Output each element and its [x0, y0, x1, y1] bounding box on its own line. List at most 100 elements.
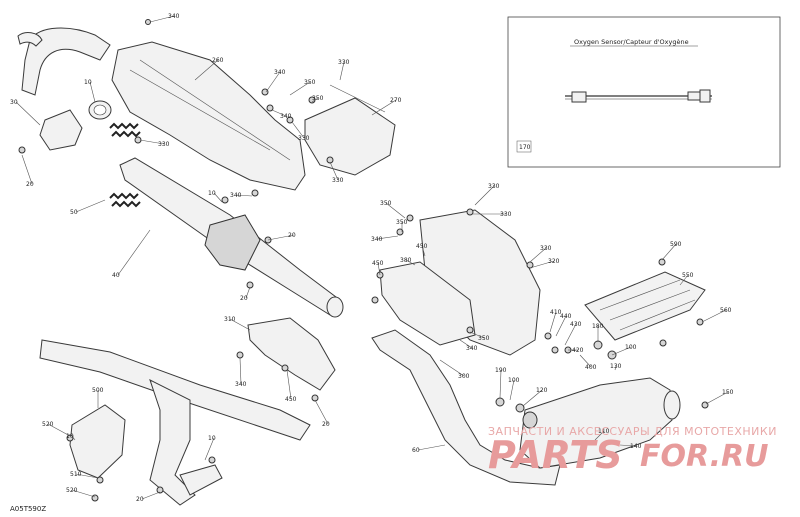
callout-label: 340 [274, 69, 286, 76]
callout-label: 190 [495, 367, 507, 374]
callout-leader-c33 [314, 399, 329, 425]
springs-lower [109, 192, 141, 208]
callout-leader-c49 [549, 311, 557, 333]
callout-label: 350 [380, 200, 392, 207]
callout-label: 330 [332, 177, 344, 184]
callout-leader-c13 [271, 109, 287, 117]
callout-leader-c29 [377, 262, 381, 276]
callout-leader-c16 [213, 192, 223, 203]
callout-label: 350 [478, 335, 490, 342]
callout-leader-c10 [339, 61, 345, 81]
callout-label: 10 [208, 190, 216, 197]
callout-label: 340 [466, 345, 478, 352]
callout-leader-c46 [679, 274, 689, 286]
callout-label: 330 [338, 59, 350, 66]
callout-label: 20 [288, 232, 296, 239]
callout-label: 150 [722, 389, 734, 396]
callout-label: 520 [42, 421, 54, 428]
callout-leader-c50 [555, 315, 567, 337]
mid-pipe-outlet [326, 296, 344, 318]
callout-label: 130 [610, 363, 622, 370]
oxygen-sensor-inset: Oxygen Sensor/Capteur d'Oxygène 170 [507, 16, 781, 168]
springs-upper [109, 122, 141, 138]
front-heat-shield [111, 41, 306, 191]
callout-label: 560 [720, 307, 732, 314]
callout-leader-c30 [229, 318, 251, 331]
callout-label: 10 [208, 435, 216, 442]
callout-leader-c20 [245, 286, 251, 299]
callout-label: 100 [508, 377, 520, 384]
callout-label: 180 [592, 323, 604, 330]
callout-leader-c57 [509, 379, 515, 401]
oxygen-sensor-part [565, 89, 712, 103]
callout-label: 320 [548, 258, 560, 265]
callout-label: 330 [500, 211, 512, 218]
rear-grille [584, 271, 706, 341]
callout-label: 120 [536, 387, 548, 394]
callout-leader-c5 [21, 154, 33, 185]
callout-label: 550 [682, 272, 694, 279]
callout-leader-c43 [141, 491, 161, 500]
callout-label: 100 [625, 344, 637, 351]
callout-label: 40 [112, 272, 120, 279]
diagram-code: A05T590Z [10, 505, 46, 513]
callout-label: 450 [372, 260, 384, 267]
callout-label: 350 [396, 219, 408, 226]
callout-leader-c41 [75, 473, 99, 479]
callout-leader-c25 [376, 235, 399, 240]
callout-leader-c58 [522, 389, 543, 407]
inner-heat-shield [379, 261, 476, 346]
callout-label: 340 [371, 236, 383, 243]
callout-label: 330 [488, 183, 500, 190]
callout-label: 590 [670, 241, 682, 248]
callout-leader-c18 [267, 234, 295, 241]
watermark-logo-right: FOR.RU [640, 439, 769, 474]
downpipe [149, 379, 196, 506]
callout-label: 310 [224, 316, 236, 323]
callout-leader-c60 [594, 430, 605, 441]
callout-leader-c55 [614, 365, 617, 371]
muffler-outlet [663, 390, 681, 420]
callout-label: 340 [235, 381, 247, 388]
downpipe-tip [179, 464, 223, 496]
callout-label: 420 [572, 347, 584, 354]
callout-leader-c39 [71, 435, 76, 441]
skid-guard [69, 404, 126, 479]
callout-leader-c7 [75, 199, 106, 213]
callout-leader-c62 [405, 259, 416, 266]
callout-leader-c56 [499, 369, 502, 399]
muffler-mount [522, 411, 538, 429]
callout-leader-c22 [385, 202, 406, 219]
callout-label: 140 [630, 443, 642, 450]
mid-pipe-bracket [204, 214, 261, 271]
callout-label: 270 [390, 97, 402, 104]
callout-leader-c26 [421, 245, 426, 257]
callout-label: 380 [400, 257, 412, 264]
callout-label: 330 [540, 245, 552, 252]
callout-label: 20 [240, 295, 248, 302]
callout-label: 450 [285, 396, 297, 403]
callout-label: 350 [304, 79, 316, 86]
callout-leader-c2 [194, 59, 219, 81]
pipe-cap [17, 32, 43, 47]
callout-leader-c51 [564, 323, 577, 346]
callout-leader-c36 [439, 359, 465, 377]
callout-label: 350 [312, 95, 324, 102]
callout-leader-c4 [15, 101, 41, 126]
callout-label: 330 [298, 135, 310, 142]
callout-leader-c19 [117, 229, 151, 276]
callout-label: 110 [598, 428, 610, 435]
callout-leader-c32 [286, 369, 292, 400]
callout-leader-c38 [47, 423, 71, 437]
callout-leader-c53 [579, 354, 592, 368]
callout-label: 340 [280, 113, 292, 120]
callout-leader-c44 [417, 444, 446, 451]
exhaust-flange [39, 109, 83, 151]
inset-frame [507, 16, 781, 168]
callout-leader-c1 [149, 15, 175, 23]
watermark-logo-left: PARTS [488, 433, 623, 477]
callout-leader-c61 [619, 444, 637, 447]
callout-label: 450 [416, 243, 428, 250]
callout-leader-c42 [71, 489, 96, 498]
